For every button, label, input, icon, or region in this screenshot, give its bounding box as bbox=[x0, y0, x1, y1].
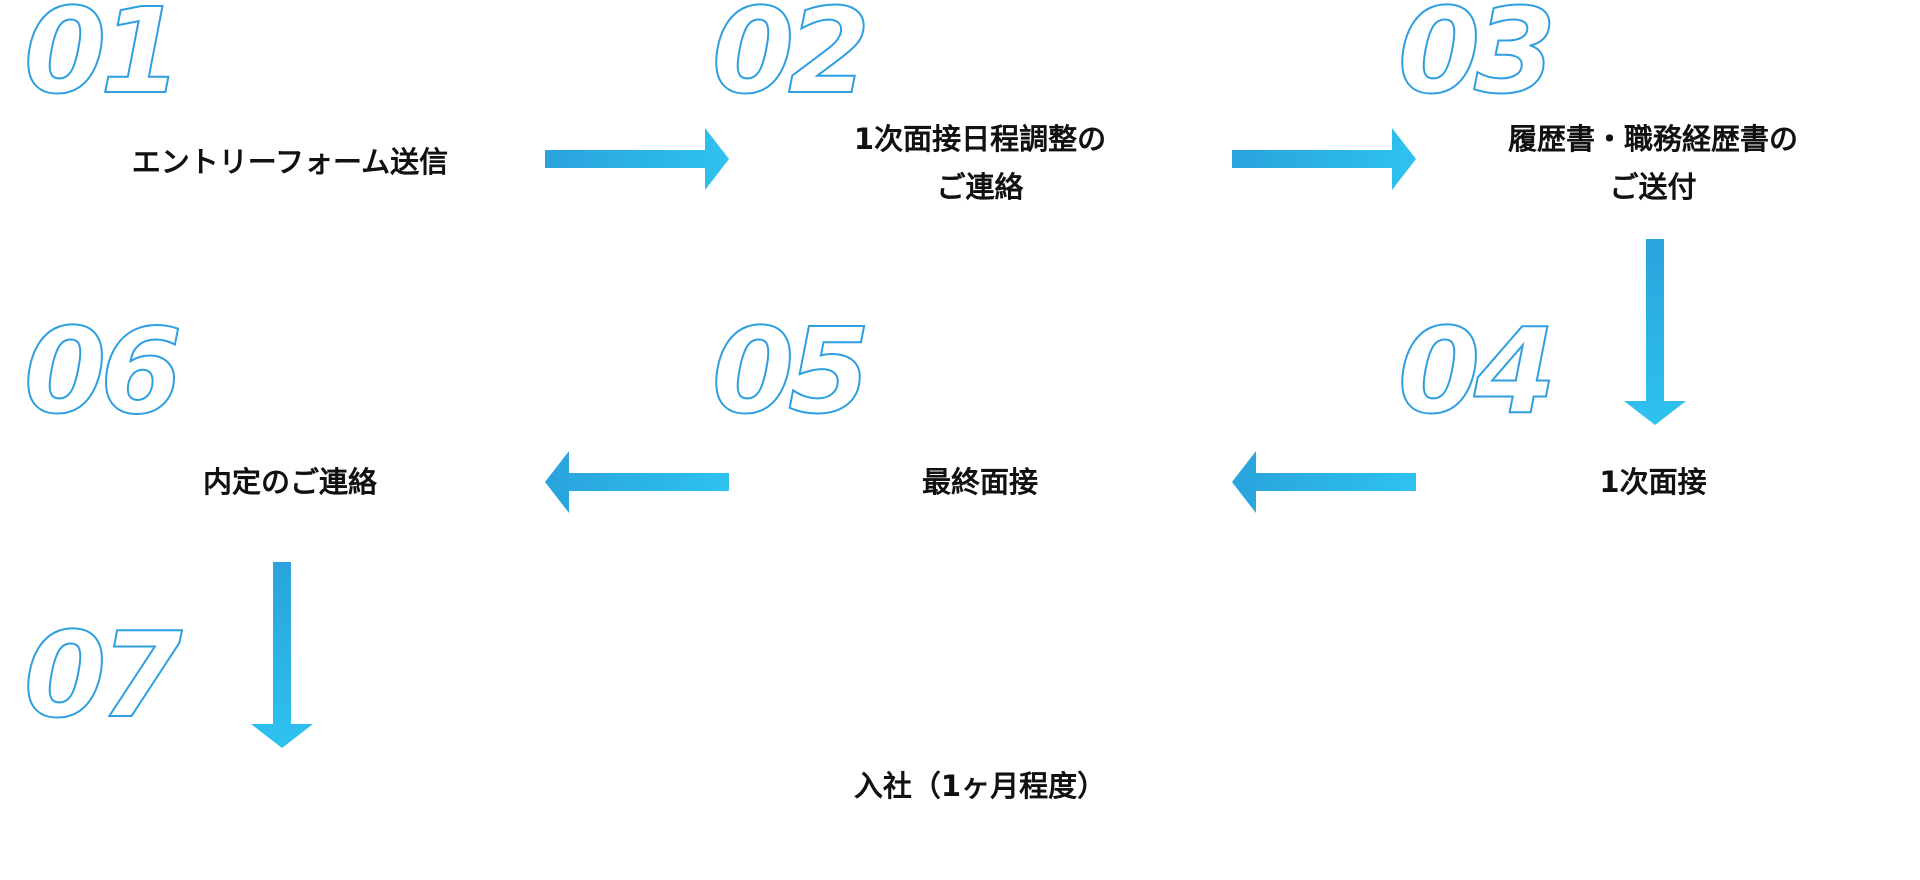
step-03: 03 履歴書・職務経歴書の ご送付 bbox=[1397, 0, 1818, 220]
step-label: 最終面接 bbox=[921, 465, 1038, 499]
step-04: 04 1次面接 bbox=[1397, 311, 1818, 520]
arrow-left-icon bbox=[1232, 451, 1416, 513]
step-label: エントリーフォーム送信 bbox=[131, 145, 449, 179]
arrow-down-icon bbox=[1624, 239, 1686, 425]
step-01: 01 エントリーフォーム送信 bbox=[23, 0, 448, 200]
step-label: 1次面接 bbox=[1599, 465, 1707, 499]
step-label: 1次面接日程調整の ご連絡 bbox=[853, 122, 1107, 204]
step-label: 内定のご連絡 bbox=[202, 465, 377, 499]
step-label: 入社（1ヶ月程度） bbox=[853, 769, 1107, 803]
step-06: 06 内定のご連絡 bbox=[23, 311, 444, 520]
step-07: 07 入社（1ヶ月程度） bbox=[23, 615, 1106, 824]
step-number: 06 bbox=[23, 302, 183, 440]
step-number: 03 bbox=[1397, 0, 1557, 120]
step-number: 01 bbox=[23, 0, 183, 120]
arrow-right-icon bbox=[1232, 128, 1416, 190]
step-number: 05 bbox=[711, 302, 871, 440]
arrow-left-icon bbox=[545, 451, 729, 513]
step-02: 02 1次面接日程調整の ご連絡 bbox=[711, 0, 1132, 220]
arrow-down-icon bbox=[251, 562, 313, 748]
step-number: 04 bbox=[1397, 302, 1557, 440]
step-number: 07 bbox=[23, 606, 183, 744]
arrow-right-icon bbox=[545, 128, 729, 190]
step-label: 履歴書・職務経歴書の ご送付 bbox=[1507, 122, 1798, 204]
step-number: 02 bbox=[711, 0, 871, 120]
step-05: 05 最終面接 bbox=[711, 311, 1132, 520]
